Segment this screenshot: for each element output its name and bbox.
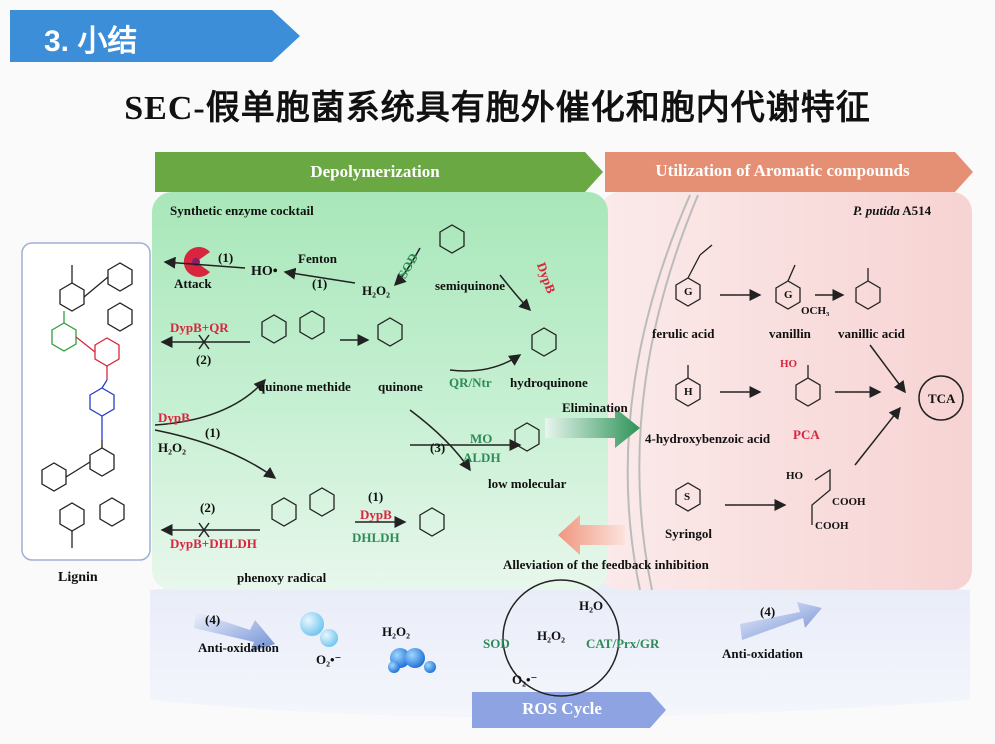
low-molecular-label: low molecular bbox=[488, 476, 567, 491]
anti-oxidation-left: Anti-oxidation bbox=[198, 640, 279, 655]
cooh-label-1: COOH bbox=[832, 496, 866, 508]
section-number-title: 3. 小结 bbox=[44, 25, 138, 58]
ring-h-hba: H bbox=[684, 386, 693, 398]
ring-g-vanillin: G bbox=[784, 289, 793, 301]
h2o2-top: H₂O₂ bbox=[362, 283, 391, 298]
ho-radical: HO• bbox=[251, 264, 278, 279]
h2o2-left: H₂O₂ bbox=[382, 624, 411, 639]
step-3: (3) bbox=[430, 440, 446, 455]
depolymerization-header: Depolymerization bbox=[310, 162, 440, 181]
organism-name: P. putida bbox=[853, 203, 900, 218]
alleviation-label: Alleviation of the feedback inhibition bbox=[503, 557, 709, 572]
hydroquinone-label: hydroquinone bbox=[510, 375, 588, 390]
vanillin-label: vanillin bbox=[769, 326, 811, 341]
pca-label: PCA bbox=[793, 427, 820, 442]
fenton-label: Fenton bbox=[298, 251, 337, 266]
h2o-label: H₂O bbox=[579, 598, 604, 613]
ho-label-2: HO bbox=[780, 358, 798, 370]
dypb-dhldh: DypB+DHLDH bbox=[170, 536, 257, 551]
step-1a: (1) bbox=[218, 250, 234, 265]
utilization-header: Utilization of Aromatic compounds bbox=[655, 161, 910, 180]
cooh-label-2: COOH bbox=[815, 520, 849, 532]
attack-label: Attack bbox=[174, 276, 212, 291]
ferulic-acid-label: ferulic acid bbox=[652, 326, 715, 341]
dhldh-label: DHLDH bbox=[352, 530, 400, 545]
tca-label: TCA bbox=[928, 391, 956, 406]
step-4-right: (4) bbox=[760, 604, 776, 619]
ros-cycle-label: ROS Cycle bbox=[522, 699, 602, 718]
dypb-mid: DypB bbox=[158, 410, 190, 425]
lignin-label: Lignin bbox=[58, 570, 98, 585]
step-2b: (2) bbox=[200, 500, 216, 515]
organism-label: P. putida A514 bbox=[853, 203, 931, 219]
step-1d: (1) bbox=[368, 489, 384, 504]
mo-label: MO bbox=[470, 431, 493, 446]
step-4-left: (4) bbox=[205, 612, 221, 627]
h2o2-mid: H₂O₂ bbox=[158, 440, 187, 455]
o2-radical-cycle: O₂•⁻ bbox=[512, 672, 538, 687]
dypb-lower: DypB bbox=[360, 507, 392, 522]
ring-g-ferulic: G bbox=[684, 286, 693, 298]
page-title: SEC-假单胞菌系统具有胞外催化和胞内代谢特征 bbox=[124, 90, 871, 127]
h2o2-cycle: H₂O₂ bbox=[537, 628, 566, 643]
vanillic-acid-label: vanillic acid bbox=[838, 326, 905, 341]
step-1b: (1) bbox=[312, 276, 328, 291]
hba-label: 4-hydroxybenzoic acid bbox=[645, 431, 771, 446]
sod-cycle: SOD bbox=[483, 636, 510, 651]
o2-radical-left: O₂•⁻ bbox=[316, 652, 342, 667]
step-2a: (2) bbox=[196, 352, 212, 367]
strain-name: A514 bbox=[902, 203, 932, 218]
cat-prx-gr: CAT/Prx/GR bbox=[586, 636, 660, 651]
elimination-label: Elimination bbox=[562, 400, 628, 415]
quinone-methide-label: quinone methide bbox=[258, 379, 351, 394]
ho-label-1: HO bbox=[786, 470, 804, 482]
cocktail-label: Synthetic enzyme cocktail bbox=[170, 203, 314, 218]
qr-ntr-label: QR/Ntr bbox=[449, 375, 492, 390]
aldh-label: ALDH bbox=[463, 450, 501, 465]
och3-label: OCH₃ bbox=[801, 305, 830, 317]
quinone-label: quinone bbox=[378, 379, 423, 394]
ring-s-syringol: S bbox=[684, 491, 691, 503]
dypb-qr: DypB+QR bbox=[170, 320, 229, 335]
anti-oxidation-right: Anti-oxidation bbox=[722, 646, 803, 661]
step-1c: (1) bbox=[205, 425, 221, 440]
syringol-label: Syringol bbox=[665, 526, 712, 541]
phenoxy-radical-label: phenoxy radical bbox=[237, 570, 327, 585]
section-banner bbox=[10, 10, 300, 62]
semiquinone-label: semiquinone bbox=[435, 278, 506, 293]
